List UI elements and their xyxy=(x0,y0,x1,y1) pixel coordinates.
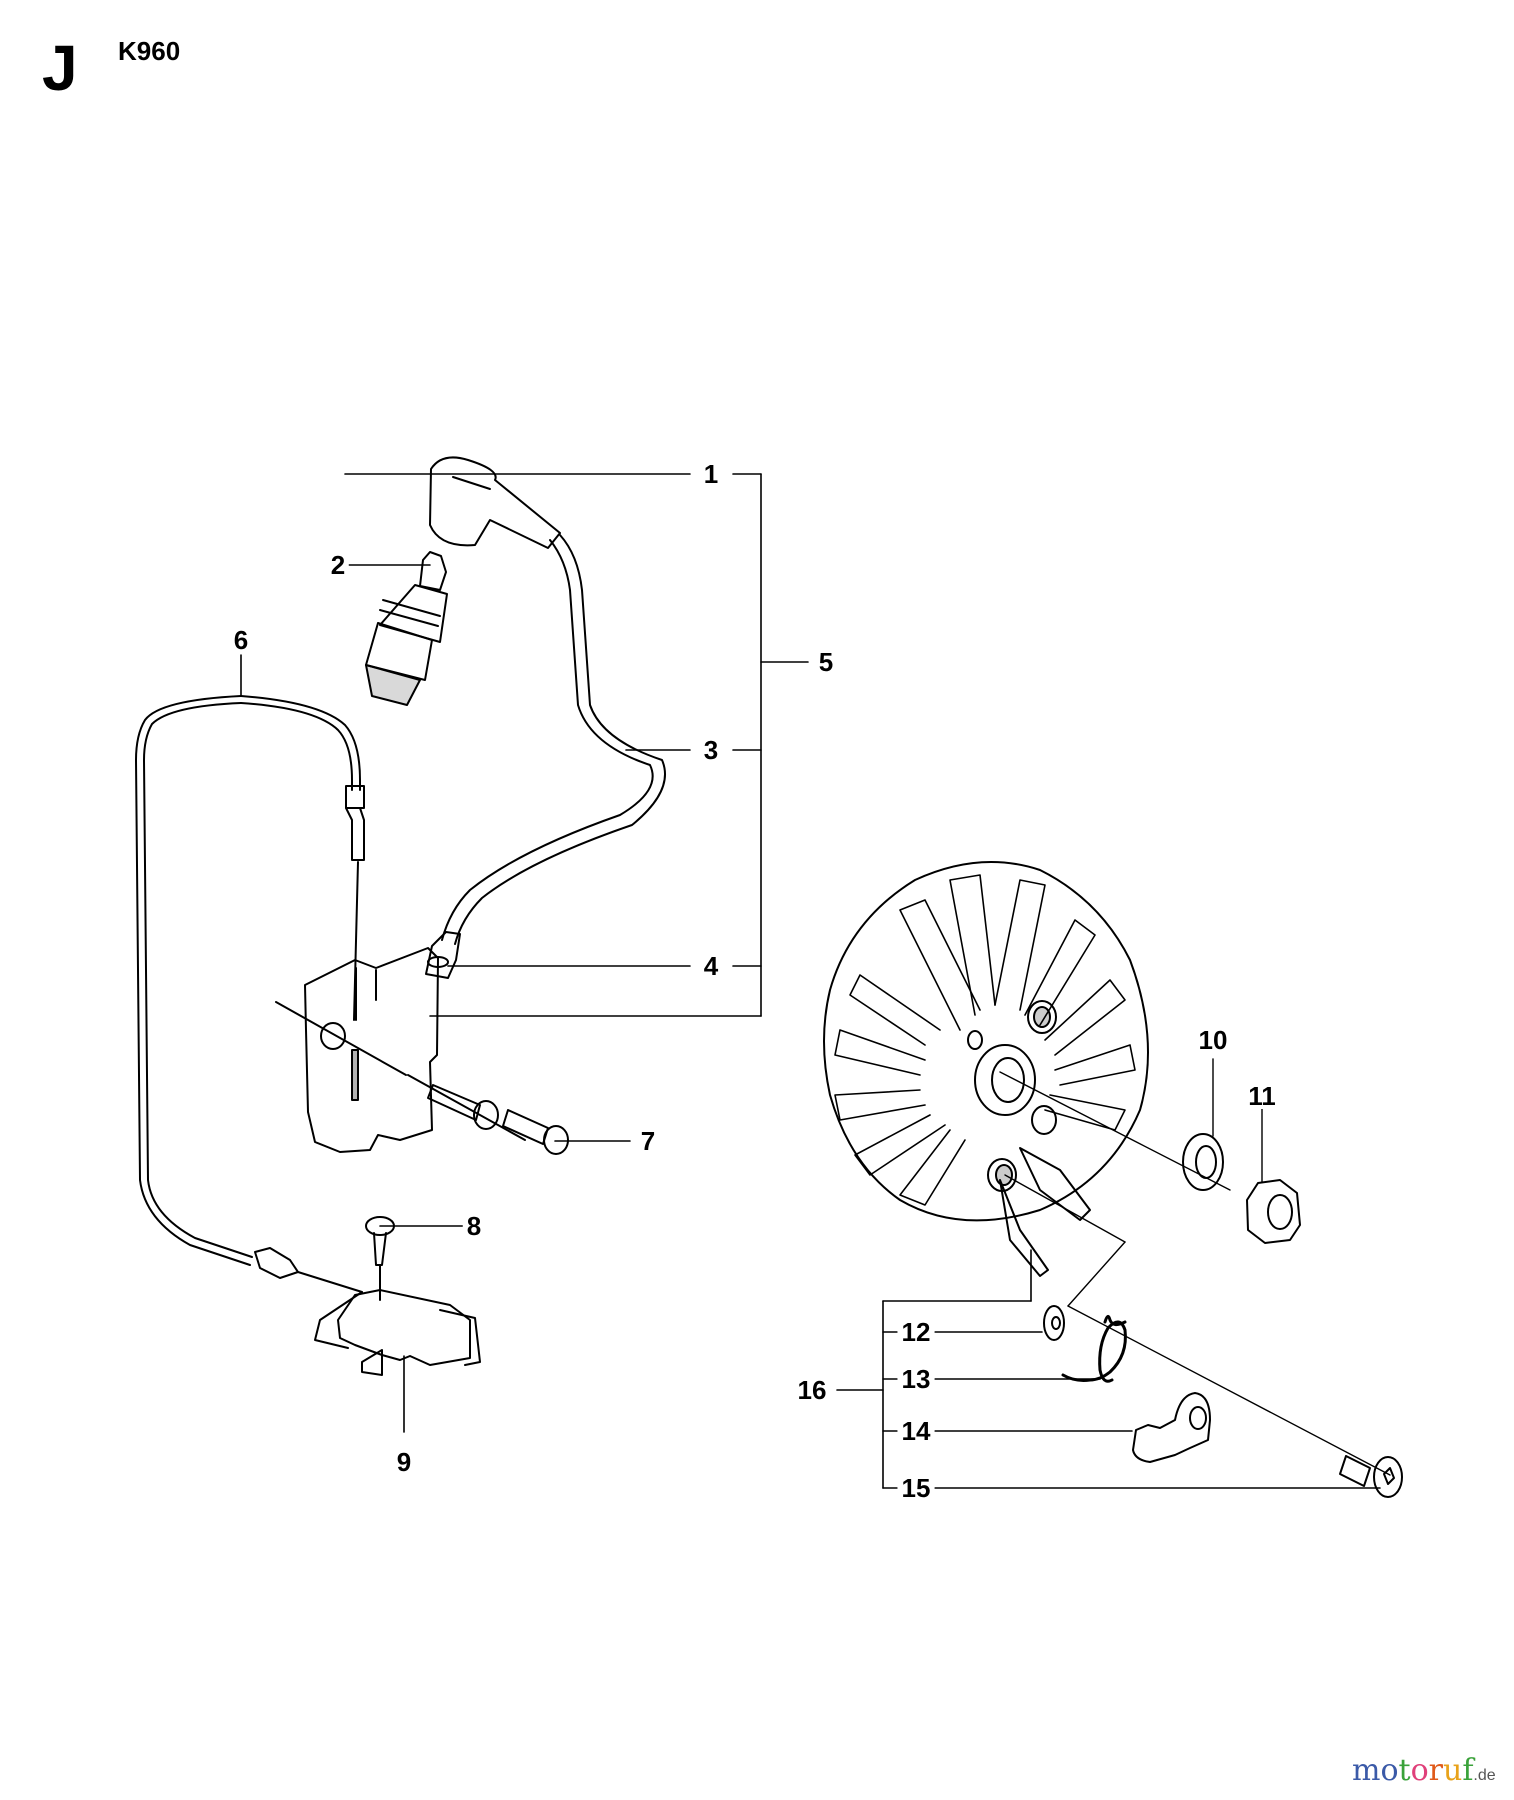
spark-plug-cap-drawing xyxy=(429,456,561,549)
callout-lines-group-5 xyxy=(240,473,809,1433)
callout-2[interactable]: 2 xyxy=(326,552,350,578)
watermark-tld: .de xyxy=(1473,1767,1496,1784)
callout-7[interactable]: 7 xyxy=(636,1128,660,1154)
watermark-letter: m xyxy=(1352,1753,1381,1788)
callout-5[interactable]: 5 xyxy=(814,649,838,675)
callout-9[interactable]: 9 xyxy=(392,1449,416,1475)
flywheel-drawing xyxy=(823,861,1149,1277)
watermark-letter: o xyxy=(1380,1753,1399,1788)
washer-12-drawing xyxy=(1043,1305,1065,1341)
spark-plug-drawing xyxy=(365,551,448,706)
screws-7-drawing xyxy=(427,1084,569,1155)
callout-14[interactable]: 14 xyxy=(897,1418,935,1444)
model-number: K960 xyxy=(118,36,181,66)
flywheel-axis-lines xyxy=(999,1071,1391,1476)
spring-13-drawing xyxy=(1061,1315,1127,1383)
watermark-letter: r xyxy=(1428,1753,1443,1788)
watermark-logo: motoruf.de xyxy=(1352,1756,1496,1786)
watermark-letter: o xyxy=(1410,1753,1429,1788)
callout-16[interactable]: 16 xyxy=(793,1377,831,1403)
watermark-text: motoruf xyxy=(1352,1753,1473,1788)
ignition-module-drawing xyxy=(275,947,526,1153)
callout-4[interactable]: 4 xyxy=(699,953,723,979)
shoulder-screw-15-drawing xyxy=(1339,1455,1403,1498)
callout-13[interactable]: 13 xyxy=(897,1366,935,1392)
callout-6[interactable]: 6 xyxy=(229,627,253,653)
section-letter: J xyxy=(42,32,78,104)
callout-3[interactable]: 3 xyxy=(699,737,723,763)
watermark-letter: f xyxy=(1462,1753,1474,1788)
watermark-letter: t xyxy=(1398,1753,1411,1788)
callout-8[interactable]: 8 xyxy=(462,1213,486,1239)
callout-11[interactable]: 11 xyxy=(1244,1083,1280,1109)
callout-12[interactable]: 12 xyxy=(897,1319,935,1345)
ignition-cable-drawing xyxy=(441,534,666,945)
watermark-letter: u xyxy=(1442,1753,1463,1788)
pawl-14-drawing xyxy=(1132,1392,1211,1463)
nut-11-drawing xyxy=(1246,1104,1301,1244)
washer-10-drawing xyxy=(1182,1058,1224,1191)
callout-1[interactable]: 1 xyxy=(699,461,723,487)
callout-10[interactable]: 10 xyxy=(1194,1027,1232,1053)
stop-switch-drawing xyxy=(314,1216,481,1376)
callout-15[interactable]: 15 xyxy=(897,1475,935,1501)
short-circuit-cable-drawing xyxy=(135,695,365,1293)
